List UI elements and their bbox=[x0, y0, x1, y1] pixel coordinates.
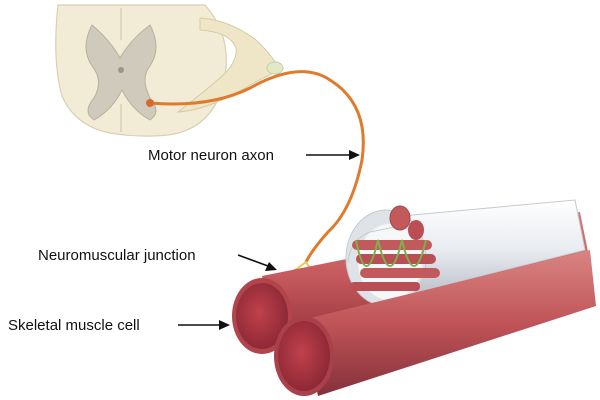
axon-arrowhead bbox=[349, 150, 360, 160]
label-motor-neuron-axon: Motor neuron axon bbox=[148, 147, 274, 164]
spinal-nerve-root bbox=[176, 17, 284, 113]
junction-arrow bbox=[237, 254, 269, 267]
label-arrows bbox=[178, 150, 360, 330]
label-neuromuscular-junction: Neuromuscular junction bbox=[38, 247, 196, 264]
label-skeletal-muscle-cell: Skeletal muscle cell bbox=[8, 317, 140, 334]
motor-neuron-axon bbox=[148, 70, 365, 264]
muscle-arrowhead bbox=[219, 320, 230, 330]
neuron-cell-body bbox=[146, 99, 154, 107]
myofibrils bbox=[350, 205, 440, 291]
muscle-fiber-lower bbox=[274, 250, 596, 396]
junction-arrowhead bbox=[265, 262, 277, 271]
